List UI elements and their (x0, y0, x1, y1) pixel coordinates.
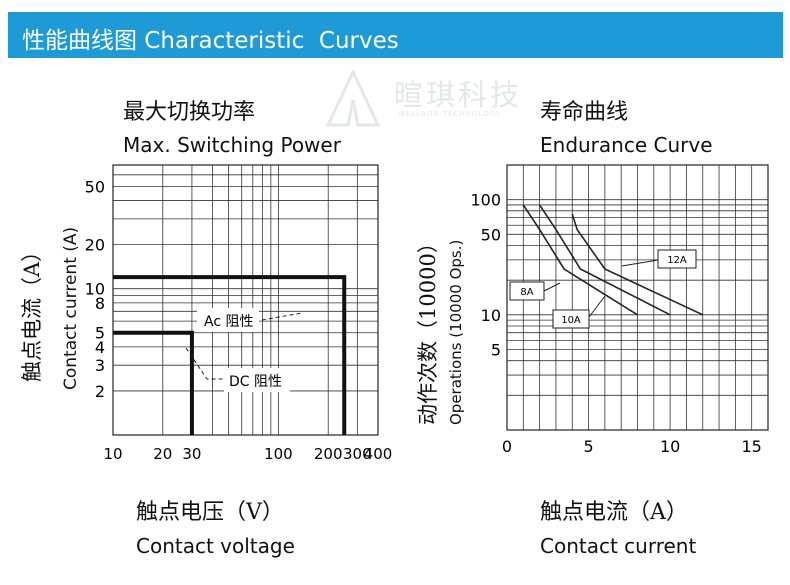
chart2-xlabel-cn: 触点电流（A） (540, 500, 688, 525)
chart1-y-tick-label: 20 (85, 236, 105, 255)
chart2-series-label: 8A (520, 287, 533, 298)
chart2-series-label-box (657, 249, 697, 269)
chart2-series-label-leader (588, 295, 606, 318)
header-banner: 性能曲线图 Characteristic Curves (8, 12, 783, 58)
chart2-title: Endurance Curve (540, 133, 713, 157)
chart2-title-cn: 寿命曲线 (540, 100, 629, 125)
chart1-annotation-ac: Ac 阻性 (204, 314, 253, 330)
chart1-y-tick-label: 10 (85, 280, 105, 299)
chart1-x-tick-label: 10 (103, 445, 122, 463)
chart1-frame (112, 164, 379, 436)
chart2-series-label-leader (543, 282, 561, 292)
chart2-x-tick-label: 0 (502, 437, 512, 456)
chart2-y-tick-label: 10 (481, 306, 501, 325)
chart1-xlabel-cn: 触点电压（V） (136, 500, 284, 525)
chart1-annotation-dc-leader (185, 347, 224, 380)
chart1-x-tick-label: 100 (264, 445, 293, 463)
chart2-xlabel: Contact current (540, 534, 697, 558)
chart1-xlabel: Contact voltage (136, 534, 295, 558)
chart2-series-line-1 (538, 204, 671, 316)
chart1-y-tick-label: 50 (85, 177, 105, 196)
chart1-annotation-ac-bg (197, 308, 259, 332)
chart1-x-tick-label: 300 (343, 445, 372, 463)
chart1-y-tick-label: 2 (95, 382, 105, 401)
chart1-x-tick-label: 20 (153, 445, 172, 463)
chart1-x-tick-label: 30 (182, 445, 201, 463)
chart2-x-tick-label: 15 (742, 437, 762, 456)
watermark-text: 暄琪科技 (394, 78, 523, 112)
chart1-series-line-0 (113, 275, 347, 435)
chart2-x-tick-label: 10 (660, 437, 680, 456)
chart1-annotation-ac-leader (261, 312, 303, 321)
watermark-logo-icon (325, 68, 381, 127)
chart1-annotation-dc-bg (224, 368, 290, 392)
chart1-annotation-dc: DC 阻性 (229, 374, 282, 390)
chart2-series-label-leader (621, 259, 659, 267)
chart1-series-line-1 (113, 330, 194, 435)
chart2-series-label-box (552, 309, 590, 329)
chart2-y-tick-label: 50 (481, 225, 501, 244)
chart2-series-label: 12A (667, 255, 687, 266)
chart1-x-tick-label: 200 (314, 445, 343, 463)
chart2-series-label: 10A (561, 315, 581, 326)
chart1-y-tick-label: 3 (95, 356, 105, 375)
chart1-y-tick-label: 8 (95, 294, 105, 313)
chart1-title: Max. Switching Power (123, 133, 341, 157)
chart2-series-label-box (509, 281, 545, 301)
chart1-title-cn: 最大切换功率 (123, 100, 256, 125)
chart2-x-tick-label: 5 (583, 437, 593, 456)
watermark-subtitle: WELLAON TECHNOLOGY (398, 110, 502, 118)
chart1-y-tick-label: 4 (95, 338, 105, 357)
banner-title: 性能曲线图 Characteristic Curves (22, 28, 399, 54)
chart1-x-tick-label: 400 (364, 445, 393, 463)
chart2-y-tick-label: 5 (491, 341, 501, 360)
chart2-series-line-0 (522, 204, 638, 316)
chart2-y-tick-label: 100 (470, 191, 501, 210)
chart1-y-tick-label: 5 (95, 324, 105, 343)
chart2-series-line-2 (571, 213, 704, 316)
watermark: 暄琪科技 WELLAON TECHNOLOGY (318, 68, 528, 130)
